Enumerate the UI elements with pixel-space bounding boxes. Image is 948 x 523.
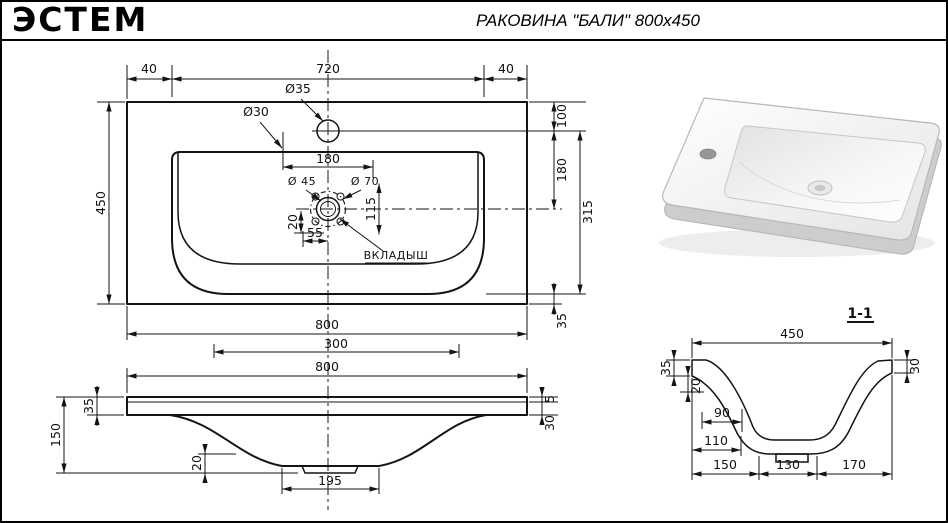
bowl-profile [169, 414, 487, 467]
dim-top-left-label: 40 [141, 61, 157, 76]
dim-right-faucet-drain-label: 180 [554, 158, 569, 182]
sink-outer-edge [126, 101, 528, 305]
holes-span-label: 180 [316, 151, 340, 166]
dim-right-bottom-label: 35 [554, 313, 569, 329]
drain-outer-dia-label: Ø 70 [351, 175, 379, 188]
dim-height-label: 450 [93, 191, 108, 215]
front-bottom-flat-label: 195 [318, 473, 342, 488]
section-bottom-right-label: 170 [842, 457, 866, 472]
drain-opening [320, 201, 336, 217]
drawing-title: РАКОВИНА "БАЛИ" 800x450 [476, 11, 700, 30]
dim-right-top-label: 100 [554, 104, 569, 128]
section-view: 1-1 450 35 20 30 90 110 150 130 170 [658, 306, 922, 480]
front-edge-label: 30 [542, 415, 557, 431]
second-hole-dia-label: Ø30 [243, 104, 269, 119]
section-extension-lines [666, 338, 914, 480]
insert-label: ВКЛАДЫШ [364, 249, 429, 262]
section-width-label: 450 [780, 326, 804, 341]
front-view-dimension-lines [61, 373, 547, 492]
front-boss-label: 20 [189, 455, 204, 471]
lug-offset-label: 20 [285, 214, 300, 230]
header-divider [2, 39, 946, 41]
dim-top-span-label: 720 [316, 61, 340, 76]
render-3d [659, 97, 942, 257]
top-view-centerlines [296, 50, 586, 510]
dim-right-basin-label: 315 [580, 200, 595, 224]
dim-top-right-label: 40 [498, 61, 514, 76]
drain-inner-dia-label: Ø 45 [288, 175, 316, 188]
drain-offset-label: 115 [363, 197, 378, 221]
front-height-label: 150 [48, 423, 63, 447]
top-view-leader-lines [259, 98, 428, 264]
rim-slab [126, 396, 528, 416]
dim-width-inner-label: 300 [324, 336, 348, 351]
basin-slope-outline [177, 152, 479, 265]
front-width-label: 800 [315, 359, 339, 374]
section-right-drop-label: 30 [907, 358, 922, 374]
basin-rim-outline [171, 151, 485, 295]
top-view-extension-lines [97, 65, 586, 358]
section-bottom-left-label: 150 [713, 457, 737, 472]
dim-55-label: 55 [307, 225, 323, 240]
top-view-dimension-lines [106, 76, 583, 355]
front-view: 800 150 35 5 30 20 195 [48, 359, 558, 494]
dim-width-label: 800 [315, 317, 339, 332]
drain-3d-center [814, 185, 826, 191]
faucet-hole-3d [699, 148, 717, 160]
drain-flange [315, 196, 341, 222]
front-view-extension-lines [56, 368, 558, 494]
drain-bolt-circle [309, 190, 347, 228]
brand-logo: ЭСТЕМ [12, 0, 149, 39]
section-bottom-center-label: 130 [776, 457, 800, 472]
front-rim-thickness-label: 35 [81, 398, 96, 414]
section-90-label: 90 [714, 405, 730, 420]
section-rim-drop-label: 35 [658, 360, 673, 376]
faucet-hole [316, 119, 340, 143]
front-lip-label: 5 [542, 395, 557, 403]
section-label: 1-1 [847, 306, 872, 322]
sink-3d-basin [724, 125, 926, 223]
sink-3d-basin-curve [738, 161, 901, 204]
section-wall-label: 20 [688, 378, 703, 394]
section-shell [691, 359, 893, 455]
faucet-dia-label: Ø35 [285, 81, 311, 96]
drain-boss-profile [301, 465, 359, 474]
section-dimension-lines [671, 340, 910, 477]
section-drain-boss [775, 453, 809, 463]
top-view: 40 720 40 Ø35 Ø30 180 Ø 45 Ø 70 115 20 5… [93, 50, 595, 510]
section-110-label: 110 [704, 433, 728, 448]
